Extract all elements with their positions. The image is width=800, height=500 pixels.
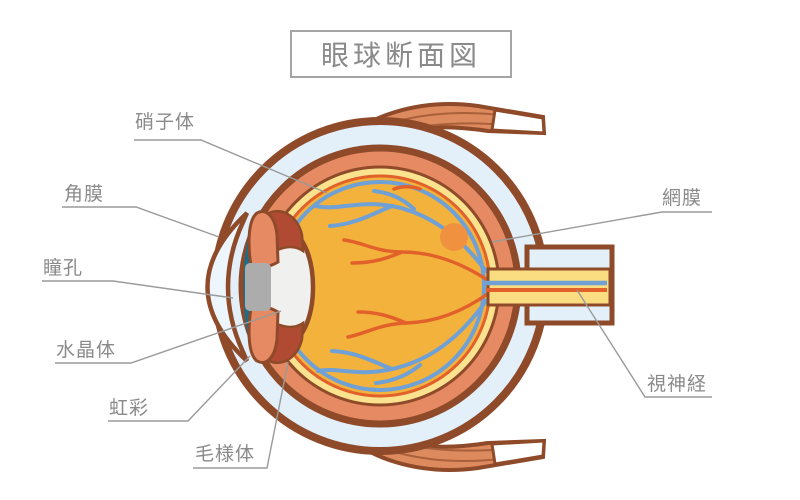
macula xyxy=(440,223,468,251)
title-box: 眼球断面図 xyxy=(290,30,512,78)
leader-iris xyxy=(108,355,251,422)
label-optic-nerve: 視神経 xyxy=(647,374,708,395)
label-pupil: 瞳孔 xyxy=(43,258,84,279)
inferior-muscle-tendon xyxy=(490,439,546,466)
label-vitreous-body: 硝子体 xyxy=(135,112,196,133)
superior-muscle-tendon xyxy=(490,108,546,135)
diagram-title: 眼球断面図 xyxy=(320,40,481,71)
vessel-blue xyxy=(374,363,422,385)
leader-lines xyxy=(42,139,712,469)
optic-nerve xyxy=(486,244,615,326)
anterior-segment xyxy=(205,210,316,364)
leader-vitreous-body xyxy=(134,139,328,194)
vessel-blue xyxy=(316,299,488,375)
vessel-blue xyxy=(330,349,394,371)
cornea-shape xyxy=(205,211,250,363)
leader-ciliary-body xyxy=(193,361,289,469)
retinal-vessels-lower xyxy=(316,291,491,385)
leader-pupil xyxy=(42,280,234,299)
vessel-red xyxy=(356,310,408,325)
leader-crystalline-lens xyxy=(55,310,282,364)
iris-lower xyxy=(247,304,280,364)
label-retina: 網膜 xyxy=(662,188,703,209)
label-ciliary-body: 毛様体 xyxy=(195,444,256,465)
label-crystalline-lens: 水晶体 xyxy=(56,340,117,361)
vessel-blue xyxy=(372,189,416,211)
leader-cornea xyxy=(62,206,220,238)
leader-optic-nerve xyxy=(576,289,712,398)
label-iris: 虹彩 xyxy=(109,398,150,419)
vessel-blue xyxy=(328,204,394,228)
iris-upper xyxy=(247,210,280,270)
leader-retina xyxy=(491,211,712,243)
label-cornea: 角膜 xyxy=(64,184,105,205)
pupil-shape xyxy=(245,263,271,311)
vessel-red xyxy=(350,250,404,265)
optic-nerve-core xyxy=(486,267,612,307)
vessel-red xyxy=(392,185,422,191)
